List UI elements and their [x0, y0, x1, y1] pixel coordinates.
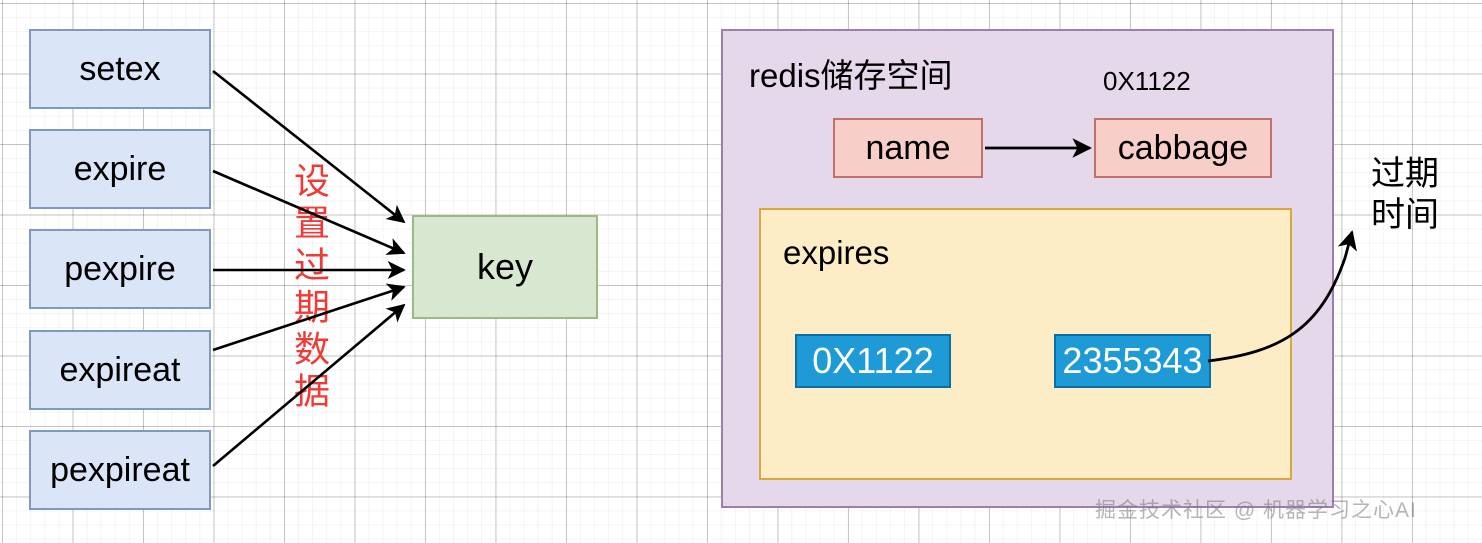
- command-box-setex[interactable]: setex: [29, 29, 211, 109]
- command-label: pexpire: [64, 250, 176, 288]
- expire-time-annotation-line2: 时间: [1371, 196, 1439, 235]
- entry-value-label: cabbage: [1117, 129, 1249, 167]
- entry-field-box[interactable]: name: [833, 118, 983, 178]
- key-node-label: key: [476, 246, 534, 287]
- command-label: pexpireat: [50, 451, 190, 489]
- command-box-pexpire[interactable]: pexpire: [29, 229, 211, 309]
- command-box-expireat[interactable]: expireat: [29, 330, 211, 410]
- pointer-address-label: 0X1122: [1103, 66, 1191, 96]
- command-label: expire: [73, 150, 167, 188]
- expires-entry-key-label: 0X1122: [812, 340, 934, 381]
- expires-entry-key-box[interactable]: 0X1122: [795, 334, 951, 388]
- expire-time-annotation: 过期 时间: [1371, 154, 1439, 237]
- command-box-pexpireat[interactable]: pexpireat: [29, 430, 211, 510]
- expire-time-annotation-line1: 过期: [1371, 155, 1439, 193]
- expires-entry-value-label: 2355343: [1062, 340, 1203, 381]
- expires-entry-value-box[interactable]: 2355343: [1054, 334, 1211, 388]
- edge-label-set-expire-data: 设置过期数据: [289, 162, 330, 414]
- entry-value-box[interactable]: cabbage: [1094, 118, 1272, 178]
- watermark: 掘金技术社区 @ 机器学习之心AI: [1095, 499, 1417, 522]
- redis-storage-title: redis储存空间: [749, 57, 953, 94]
- command-box-expire[interactable]: expire: [29, 129, 211, 209]
- expires-dict-title: expires: [783, 234, 890, 271]
- entry-field-label: name: [865, 129, 951, 167]
- key-node[interactable]: key: [412, 215, 598, 319]
- command-label: expireat: [59, 351, 181, 389]
- command-label: setex: [79, 50, 161, 88]
